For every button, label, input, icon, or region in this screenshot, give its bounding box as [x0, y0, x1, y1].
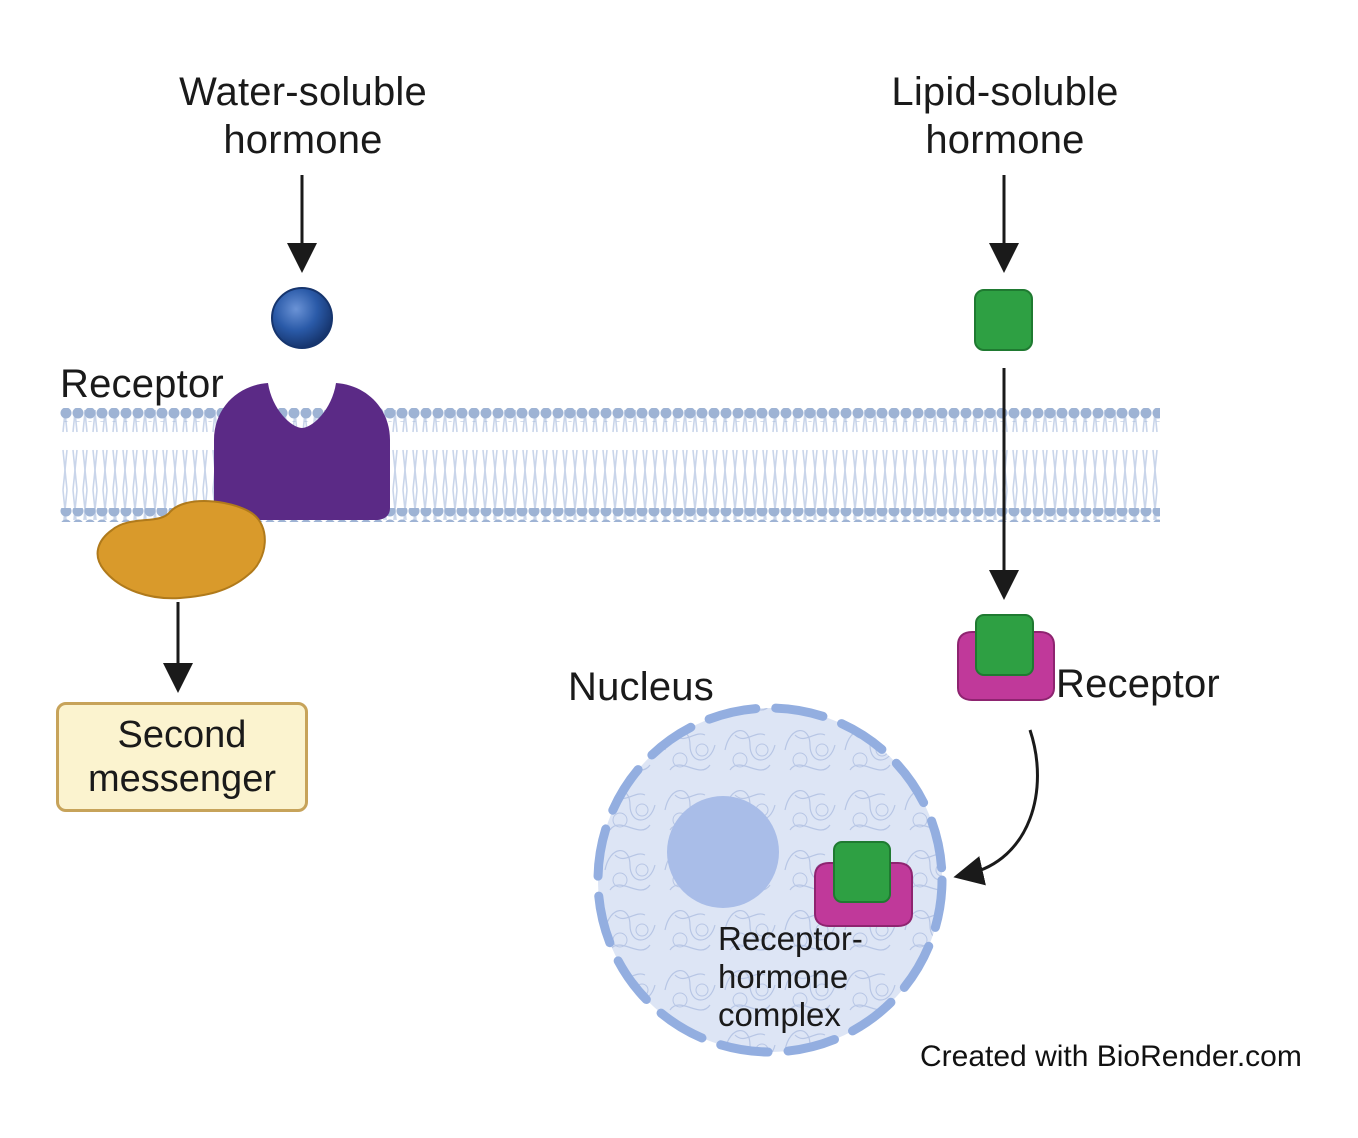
lipid-hormone-line-1: Lipid-soluble: [891, 70, 1119, 114]
water-hormone-line-2: hormone: [223, 118, 383, 162]
to-nucleus-arrow: [953, 729, 1039, 886]
enzyme: [96, 500, 266, 600]
lipid-soluble-hormone-square: [974, 289, 1033, 351]
second-messenger-box: Second messenger: [56, 702, 308, 812]
nucleus-label: Nucleus: [568, 665, 714, 709]
membrane-receptor: [214, 383, 390, 520]
complex-line-3: complex: [718, 996, 841, 1033]
membrane-receptor-label: Receptor: [60, 362, 224, 406]
biorender-credit: Created with BioRender.com: [920, 1040, 1302, 1073]
nucleus: [593, 703, 947, 1057]
lipid-soluble-hormone-label: Lipid-soluble hormone: [891, 68, 1118, 164]
nucleolus: [667, 796, 779, 908]
complex-line-1: Receptor-: [718, 920, 863, 957]
second-messenger-line-2: messenger: [88, 758, 276, 800]
water-soluble-hormone-label: Water-soluble hormone: [179, 68, 427, 164]
nuclear-receptor-hormone-complex: [814, 841, 913, 927]
second-messenger-line-1: Second: [117, 714, 247, 756]
cytoplasmic-receptor-complex: [957, 614, 1055, 701]
lipid-hormone-line-2: hormone: [925, 118, 1085, 162]
complex-line-2: hormone: [718, 958, 849, 995]
receptor-hormone-complex-label: Receptor- hormone complex: [718, 920, 863, 1034]
cytoplasmic-receptor-label: Receptor: [1056, 662, 1220, 706]
water-soluble-hormone-ball: [271, 287, 333, 349]
water-hormone-line-1: Water-soluble: [179, 70, 427, 114]
